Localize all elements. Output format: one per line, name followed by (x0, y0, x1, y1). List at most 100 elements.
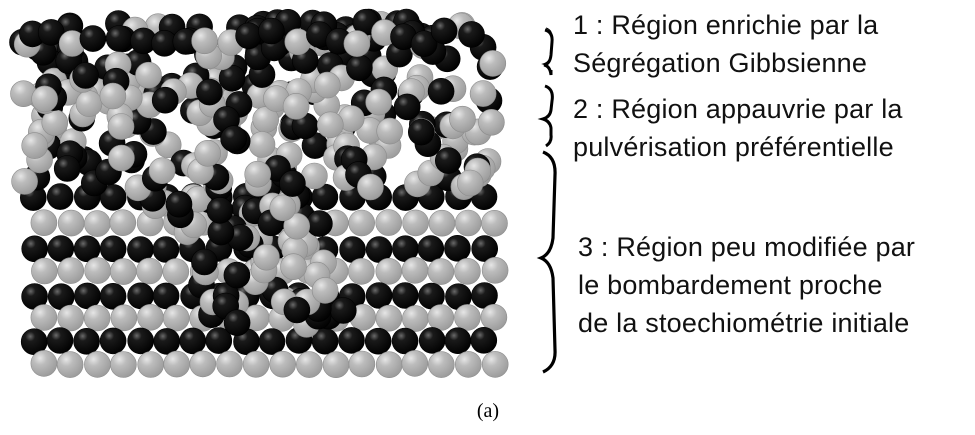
light-atom (107, 113, 135, 140)
dark-atom (444, 327, 472, 355)
light-atom (311, 277, 339, 304)
region-3-line-3: de la stoechiométrie initiale (578, 308, 910, 338)
light-atom (478, 109, 505, 136)
light-atom (313, 71, 341, 99)
light-atom (402, 209, 429, 237)
dark-atom (338, 327, 365, 354)
dark-atom (153, 328, 181, 355)
light-atom (376, 117, 404, 145)
dark-atom (47, 235, 75, 262)
region-3-line-1: 3 : Région peu modifiée par (578, 232, 916, 262)
light-atom (375, 209, 403, 236)
dark-atom (99, 327, 127, 355)
light-atom (347, 258, 375, 285)
light-atom (375, 257, 403, 285)
light-atom (248, 131, 276, 158)
region-3-line-2: le bombardement proche (578, 270, 883, 300)
dark-atom (46, 183, 74, 210)
light-atom (99, 82, 127, 110)
dark-atom (79, 25, 107, 52)
dark-atom (346, 54, 373, 82)
dark-atom (205, 327, 233, 354)
light-atom (31, 257, 58, 285)
light-atom (30, 350, 58, 377)
dark-atom (223, 261, 251, 289)
dark-atom (99, 282, 127, 310)
region-2-label: 2 : Région appauvrie par la pulvérisatio… (573, 90, 903, 166)
light-atom (479, 50, 507, 77)
light-atom (427, 304, 455, 331)
dark-atom (391, 282, 419, 309)
light-atom (109, 209, 137, 236)
region-2-line-1: 2 : Région appauvrie par la (573, 94, 903, 124)
dark-atom (458, 21, 485, 48)
light-atom (30, 209, 58, 236)
figure-caption: (a) (476, 400, 500, 422)
dark-atom (364, 327, 392, 355)
dark-atom (165, 190, 193, 218)
dark-atom (73, 327, 100, 355)
light-atom (110, 351, 137, 378)
light-atom (189, 350, 217, 378)
light-atom (163, 350, 190, 378)
dark-atom (206, 197, 234, 224)
dark-atom (218, 64, 246, 92)
region-1-line-2: Ségrégation Gibbsienne (573, 48, 868, 78)
light-atom (56, 351, 84, 378)
light-atom (162, 304, 190, 332)
light-atom (137, 303, 164, 331)
light-atom (316, 111, 344, 139)
light-atom (322, 351, 350, 379)
light-atom (454, 257, 481, 285)
light-atom (75, 90, 103, 117)
light-atom (108, 144, 135, 172)
light-atom (84, 210, 111, 237)
dark-atom (196, 78, 223, 106)
light-atom (449, 105, 476, 133)
dark-atom (151, 86, 179, 114)
light-atom (283, 212, 311, 240)
dark-atom (53, 155, 81, 182)
light-atom (137, 351, 164, 378)
dark-atom (223, 309, 251, 337)
light-atom (136, 257, 163, 285)
dark-atom (427, 78, 455, 105)
light-atom (31, 85, 58, 113)
dark-atom (258, 328, 286, 355)
light-atom (481, 210, 508, 237)
light-atom (216, 350, 243, 378)
light-atom (57, 304, 84, 332)
dark-atom (191, 248, 218, 276)
light-atom (427, 258, 455, 285)
light-atom (456, 169, 484, 197)
dark-atom (430, 17, 458, 45)
light-atom (21, 132, 49, 159)
light-atom (11, 168, 38, 195)
region-3-label: 3 : Région peu modifiée par le bombardem… (578, 228, 915, 342)
dark-atom (127, 327, 154, 355)
dark-atom (434, 147, 462, 174)
dark-atom (99, 235, 127, 263)
light-atom (30, 304, 58, 331)
light-atom (253, 243, 280, 271)
dark-atom (37, 19, 65, 46)
light-atom (148, 157, 176, 184)
dark-atom (152, 236, 180, 263)
dark-atom (105, 25, 133, 52)
dark-atom (471, 235, 499, 262)
dark-atom (417, 235, 445, 262)
light-atom (83, 304, 111, 332)
light-atom (481, 351, 509, 378)
dark-atom (329, 297, 357, 324)
dark-atom (444, 235, 471, 262)
dark-atom (283, 296, 311, 324)
brace-region-1-b (541, 27, 553, 75)
light-atom (454, 351, 482, 378)
light-atom (84, 257, 111, 284)
dark-atom (72, 62, 99, 89)
light-atom (295, 351, 323, 378)
brace-region-3 (536, 150, 557, 374)
light-atom (427, 351, 455, 378)
light-atom (194, 140, 221, 167)
